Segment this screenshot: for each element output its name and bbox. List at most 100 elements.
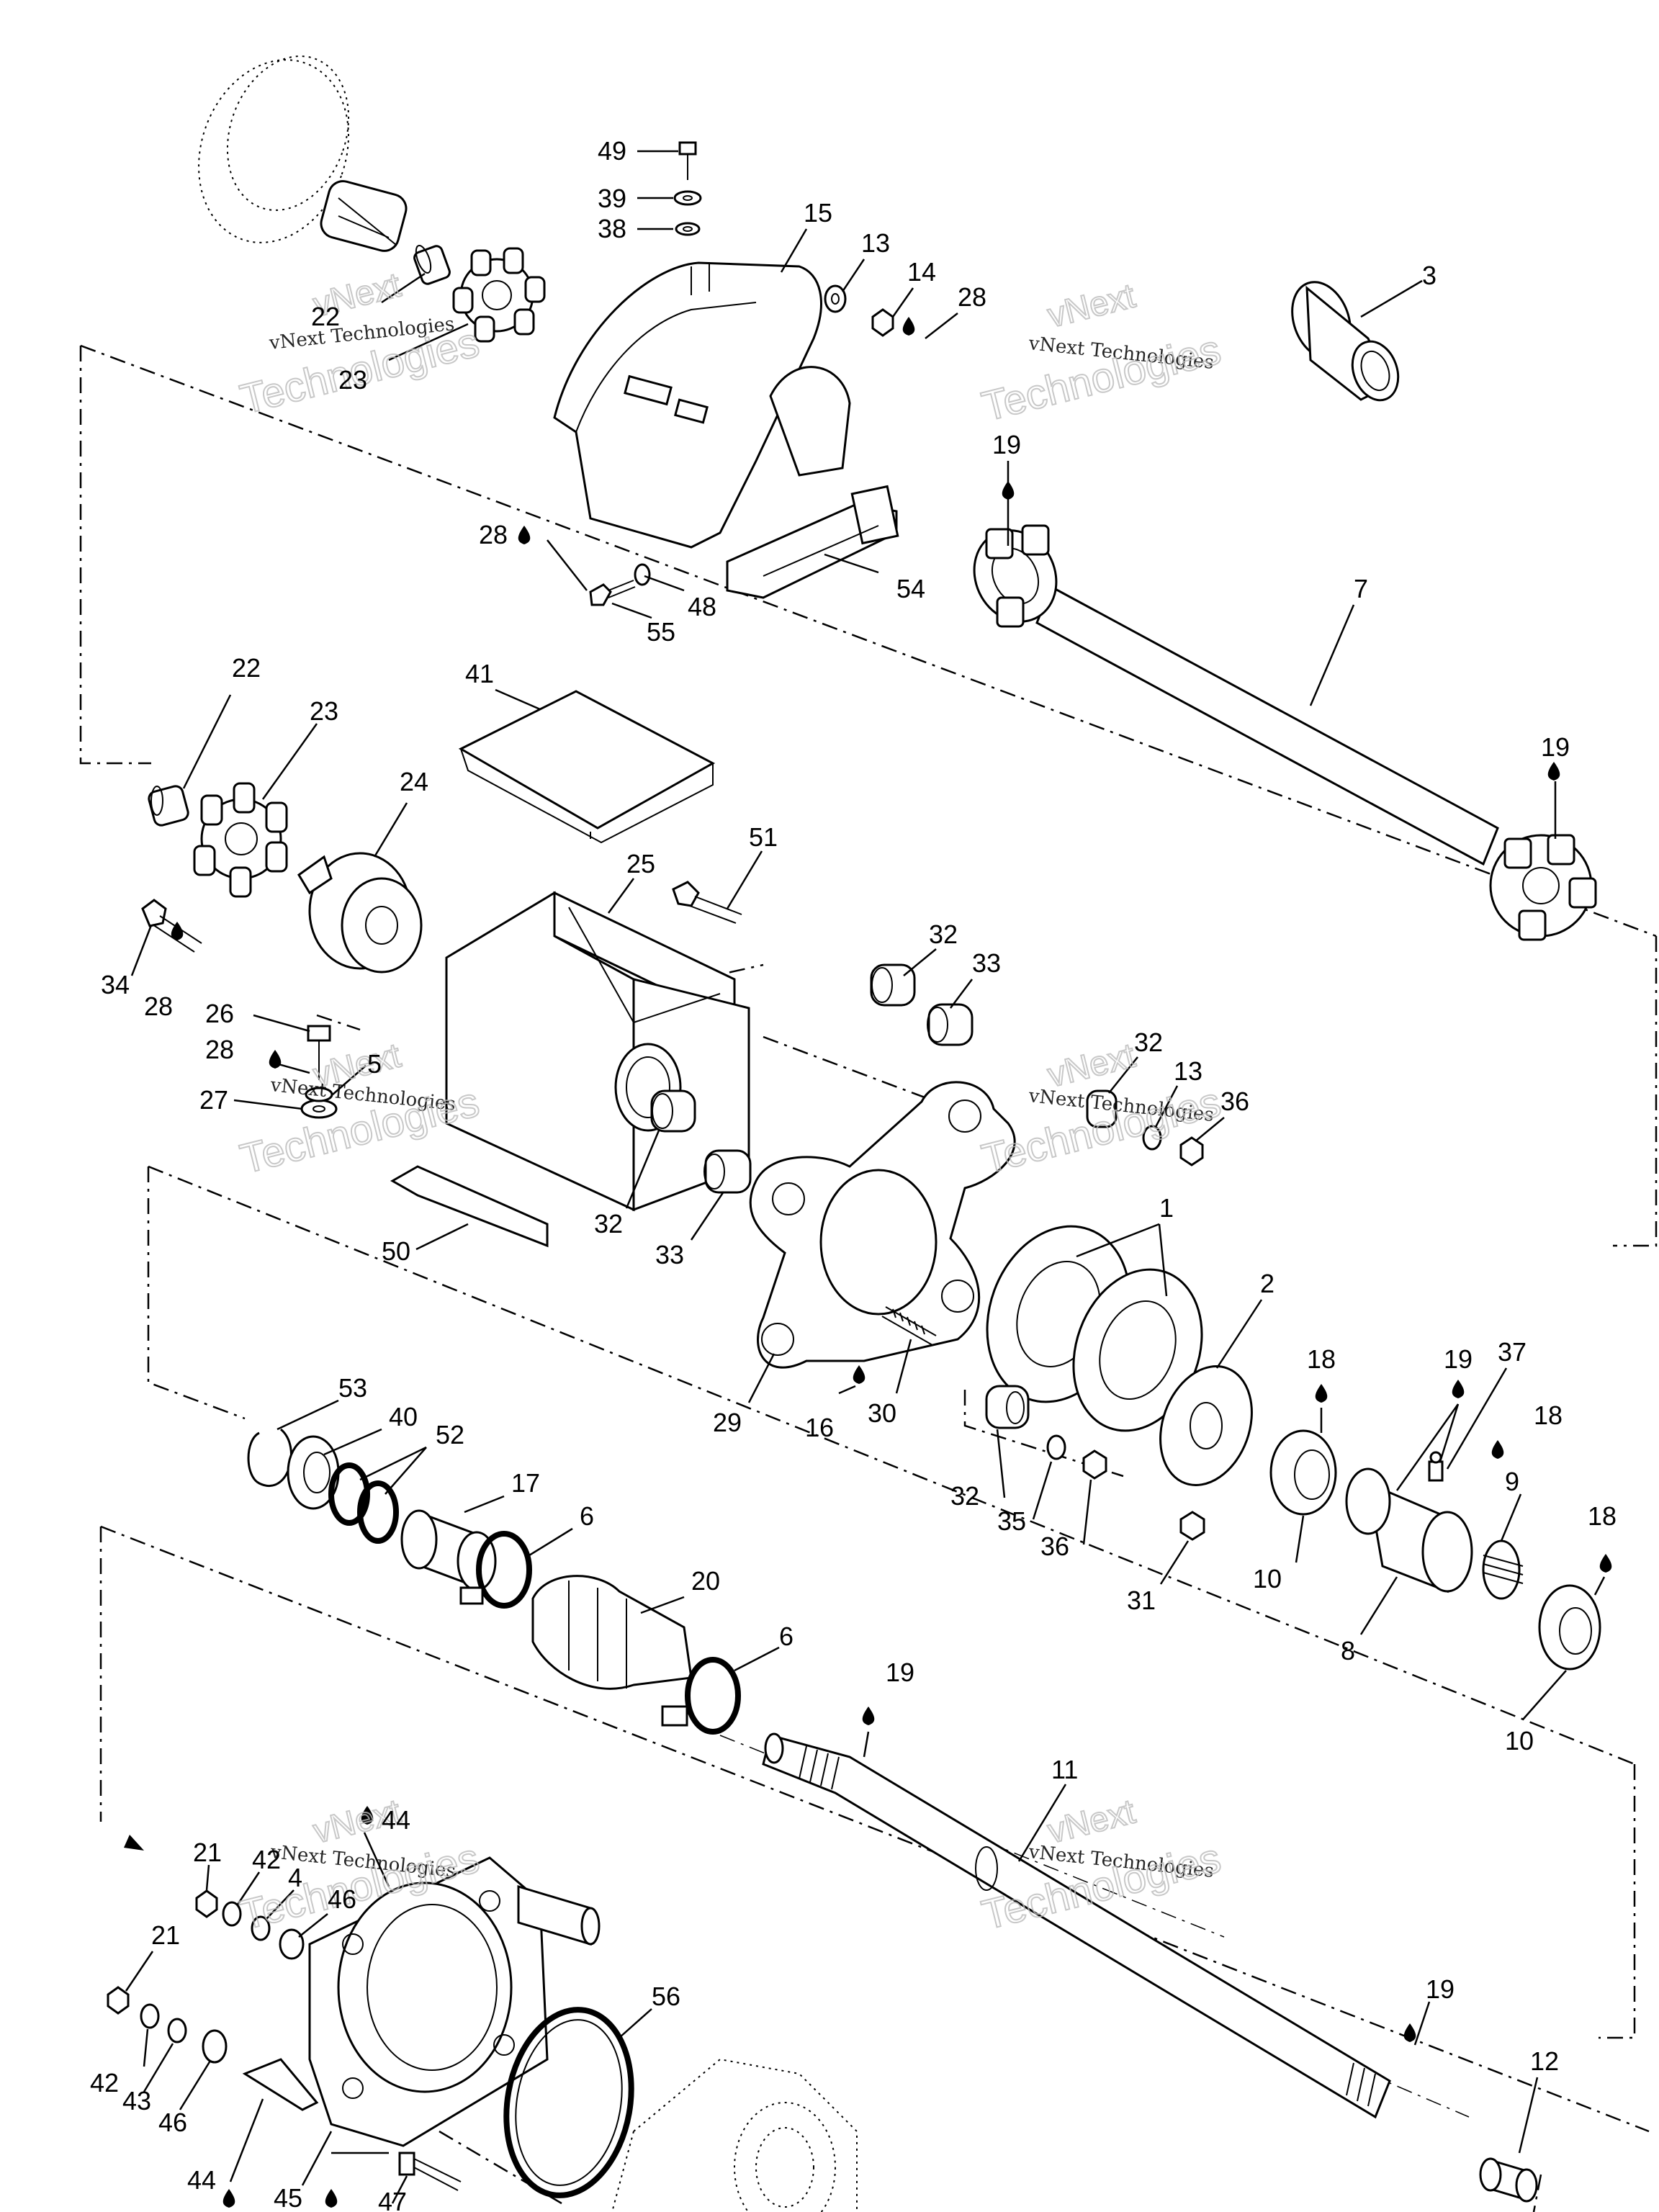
washer-35 — [1046, 1434, 1066, 1460]
callout-10: 10 — [1253, 1564, 1282, 1593]
bushing-3 — [1291, 281, 1400, 402]
belt-guard-15 — [553, 261, 851, 549]
drop-icon — [1452, 1380, 1465, 1398]
callout-44: 44 — [382, 1805, 410, 1835]
watermark-2: vNext vNext Technologies Technologies — [976, 276, 1226, 431]
callout-46: 46 — [158, 2108, 187, 2137]
callout-10: 10 — [1505, 1726, 1534, 1755]
callout-20: 20 — [691, 1566, 720, 1596]
bearing-10-lower — [1538, 1584, 1601, 1671]
coupler-23-top — [452, 247, 546, 343]
callout-6: 6 — [779, 1622, 793, 1651]
bracket-54 — [726, 485, 899, 599]
drop-icons — [171, 317, 1612, 2208]
callout-27: 27 — [199, 1085, 228, 1115]
seal-ring-56 — [503, 2007, 634, 2198]
callout-35: 35 — [997, 1506, 1026, 1536]
callout-17: 17 — [511, 1468, 540, 1498]
drop-icon — [1315, 1384, 1328, 1403]
callout-48: 48 — [688, 592, 716, 621]
bolt-26 — [307, 1025, 331, 1080]
callout-44: 44 — [187, 2165, 216, 2195]
bolt-55 — [589, 580, 636, 606]
callout-41: 41 — [465, 659, 494, 688]
callout-6: 6 — [580, 1501, 594, 1531]
engine-pulley-ghost — [198, 55, 408, 252]
drop-icon — [1599, 1554, 1612, 1573]
callout-32: 32 — [1134, 1028, 1163, 1057]
stud-30 — [881, 1306, 937, 1346]
drive-pulley-24 — [297, 852, 423, 974]
drop-icon — [269, 1050, 282, 1069]
callout-32: 32 — [950, 1481, 979, 1511]
support-bracket-25 — [445, 891, 750, 1212]
callout-13: 13 — [861, 228, 890, 258]
washer-48 — [634, 563, 651, 586]
callout-7: 7 — [1354, 574, 1368, 603]
leader-lines — [125, 150, 1606, 2204]
callout-19: 19 — [992, 430, 1021, 459]
drop-icon — [853, 1365, 866, 1384]
callout-12: 12 — [1530, 2046, 1559, 2076]
callout-18: 18 — [1307, 1344, 1336, 1374]
callout-19: 19 — [1444, 1344, 1473, 1374]
callout-19: 19 — [1426, 1974, 1455, 2004]
drop-icon — [361, 1806, 374, 1825]
rubber-mount-32-lower — [650, 1089, 696, 1133]
o-rings-52 — [328, 1462, 399, 1544]
bearing-10-upper — [1269, 1429, 1337, 1516]
bushing-33-upper — [927, 1003, 974, 1046]
callout-1: 1 — [1159, 1193, 1174, 1223]
svg-text:vNext: vNext — [1044, 277, 1139, 336]
callout-18: 18 — [1588, 1501, 1617, 1531]
callout-43: 43 — [122, 2086, 151, 2116]
callout-23: 23 — [310, 696, 338, 726]
callout-2: 2 — [1260, 1269, 1274, 1298]
pump-housing-ghost — [611, 2058, 858, 2212]
callout-24: 24 — [400, 767, 428, 796]
assembly-outline-middle — [147, 1165, 1636, 2039]
washer-38 — [675, 222, 701, 236]
callout-11: 11 — [1051, 1755, 1078, 1784]
callout-33: 33 — [655, 1240, 684, 1269]
watermark-1: vNext vNext Technologies Technologies — [235, 266, 484, 424]
callout-31: 31 — [1127, 1586, 1156, 1615]
callout-53: 53 — [338, 1373, 367, 1403]
drop-icon — [325, 2189, 338, 2208]
callout-40: 40 — [389, 1402, 418, 1431]
bushing-22 — [148, 785, 189, 827]
impeller-shaft-11 — [762, 1732, 1391, 2119]
callout-32: 32 — [929, 920, 958, 949]
svg-text:vNext: vNext — [1044, 1793, 1139, 1851]
callout-26: 26 — [205, 999, 234, 1028]
callout-19: 19 — [1541, 732, 1570, 762]
callout-22: 22 — [232, 653, 261, 683]
callout-51: 51 — [749, 822, 778, 852]
hose-clamp-6-right — [661, 1657, 741, 1735]
washer-43 — [167, 2018, 187, 2044]
callout-36: 36 — [1040, 1532, 1069, 1561]
callout-42: 42 — [90, 2068, 119, 2098]
bearing-housing-8 — [1345, 1467, 1473, 1593]
callout-21: 21 — [193, 1838, 222, 1867]
callout-50: 50 — [382, 1236, 410, 1266]
callout-28: 28 — [205, 1035, 234, 1064]
callout-52: 52 — [436, 1420, 464, 1449]
drop-icon — [862, 1707, 875, 1725]
drop-icon — [518, 526, 531, 544]
bolt-49 — [678, 141, 697, 180]
drop-icon — [902, 317, 915, 336]
callout-38: 38 — [598, 214, 626, 243]
callout-13: 13 — [1174, 1056, 1202, 1086]
washer-46-upper — [279, 1928, 305, 1960]
callout-36: 36 — [1220, 1087, 1249, 1116]
washer-13-top — [824, 284, 847, 313]
driveshaft-7 — [973, 524, 1597, 941]
nut-36-lower — [1082, 1449, 1107, 1480]
callout-29: 29 — [713, 1408, 742, 1437]
svg-text:vNext: vNext — [1044, 1037, 1139, 1095]
callout-37: 37 — [1498, 1337, 1527, 1367]
callout-47: 47 — [378, 2187, 407, 2212]
callout-3: 3 — [1422, 261, 1437, 290]
seal-ring-1b — [1072, 1268, 1203, 1432]
